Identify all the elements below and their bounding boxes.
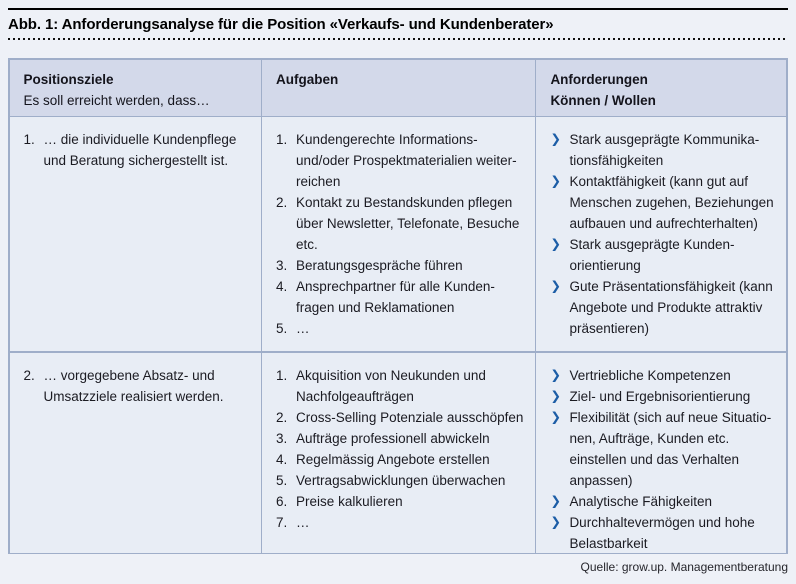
task-item: 5. … xyxy=(276,318,527,339)
dotted-rule xyxy=(8,38,788,40)
task-text: Ansprechpartner für alle Kunden- fragen … xyxy=(296,279,495,316)
goal-item: 1. … die individuelle Kundenpflege und B… xyxy=(24,129,253,171)
task-number: 5. xyxy=(276,472,288,488)
column-header-title: Positionsziele xyxy=(23,71,114,87)
task-number: 6. xyxy=(276,493,288,509)
requirement-text: Flexibilität (sich auf neue Situatio- ne… xyxy=(569,409,772,488)
chevron-bullet-icon: ❯ xyxy=(550,409,561,424)
chevron-bullet-icon: ❯ xyxy=(550,132,561,147)
chevron-bullet-icon: ❯ xyxy=(550,174,561,189)
requirement-item: ❯ Kontaktfähigkeit (kann gut auf Mensche… xyxy=(550,171,778,234)
figure-header: Abb. 1: Anforderungsanalyse für die Posi… xyxy=(8,8,788,40)
chevron-bullet-icon: ❯ xyxy=(550,388,561,403)
task-item: 4. Ansprechpartner für alle Kunden- frag… xyxy=(276,276,527,318)
header-cell-positionsziele: Positionsziele Es soll erreicht werden, … xyxy=(9,59,261,116)
task-item: 6. Preise kalkulieren xyxy=(276,491,527,512)
requirement-item: ❯ Durchhaltevermögen und hohe Belastbark… xyxy=(550,512,778,553)
chevron-bullet-icon: ❯ xyxy=(550,493,561,508)
task-item: 1. Akquisition von Neukunden und Nachfol… xyxy=(276,365,527,407)
task-number: 5. xyxy=(276,321,288,337)
task-text: Vertragsabwicklungen überwachen xyxy=(296,472,506,488)
task-number: 4. xyxy=(276,279,288,295)
column-header-title: Anforderungen xyxy=(550,71,648,87)
task-item: 2. Cross-Selling Potenziale ausschöpfen xyxy=(276,407,527,428)
requirement-text: Vertriebliche Kompetenzen xyxy=(569,367,731,383)
task-text: Cross-Selling Potenziale ausschöpfen xyxy=(296,409,524,425)
requirement-text: Kontaktfähigkeit (kann gut auf Menschen … xyxy=(569,174,774,232)
requirement-item: ❯ Analytische Fähigkeiten xyxy=(550,491,778,512)
column-header-subtitle: Es soll erreicht werden, dass… xyxy=(23,92,210,108)
requirement-text: Stark ausgeprägte Kommunika- tionsfähigk… xyxy=(569,132,760,169)
tasks-cell-row2: 1. Akquisition von Neukunden und Nachfol… xyxy=(262,352,535,553)
requirements-cell-row1: ❯ Stark ausgeprägte Kommunika- tionsfähi… xyxy=(536,117,787,352)
goal-number: 1. xyxy=(23,132,35,148)
chevron-bullet-icon: ❯ xyxy=(550,237,561,252)
top-rule xyxy=(8,8,788,10)
goal-item: 2. … vorgegebene Absatz- und Umsatzziele… xyxy=(24,365,253,407)
task-item: 4. Regelmässig Angebote erstellen xyxy=(276,449,527,470)
task-number: 3. xyxy=(276,258,288,274)
task-number: 3. xyxy=(276,430,288,446)
chevron-bullet-icon: ❯ xyxy=(550,367,561,382)
task-text: Kundengerechte Informations- und/oder Pr… xyxy=(296,132,517,190)
requirement-item: ❯ Vertriebliche Kompetenzen xyxy=(550,365,778,386)
column-header-subtitle: Können / Wollen xyxy=(550,92,656,108)
goal-number: 2. xyxy=(23,367,35,383)
chevron-bullet-icon: ❯ xyxy=(550,279,561,294)
task-text: Beratungsgespräche führen xyxy=(296,258,463,274)
task-item: 3. Beratungsgespräche führen xyxy=(276,255,527,276)
header-cell-aufgaben: Aufgaben xyxy=(262,59,535,116)
task-item: 5. Vertragsabwicklungen überwachen xyxy=(276,470,527,491)
task-number: 7. xyxy=(276,514,288,530)
requirement-text: Ziel- und Ergebnisorientierung xyxy=(569,388,751,404)
task-item: 2. Kontakt zu Bestandskunden pflegen übe… xyxy=(276,192,527,255)
requirement-item: ❯ Gute Präsentationsfähigkeit (kann Ange… xyxy=(550,276,778,339)
task-text: Regelmässig Angebote erstellen xyxy=(296,451,490,467)
chevron-bullet-icon: ❯ xyxy=(550,514,561,529)
requirement-item: ❯ Flexibilität (sich auf neue Situatio- … xyxy=(550,407,778,491)
task-text: Preise kalkulieren xyxy=(296,493,403,509)
header-cell-anforderungen: Anforderungen Können / Wollen xyxy=(536,59,787,116)
task-text: Akquisition von Neukunden und Nachfolgea… xyxy=(296,367,486,404)
requirement-item: ❯ Stark ausgeprägte Kommunika- tionsfähi… xyxy=(550,129,778,171)
requirement-text: Gute Präsentationsfähigkeit (kann Angebo… xyxy=(569,279,773,337)
figure-title: Abb. 1: Anforderungsanalyse für die Posi… xyxy=(8,16,554,33)
column-header-title: Aufgaben xyxy=(276,71,339,87)
task-item: 1. Kundengerechte Informations- und/oder… xyxy=(276,129,527,192)
task-item: 3. Aufträge professionell abwickeln xyxy=(276,428,527,449)
task-number: 2. xyxy=(276,195,288,211)
source-credit: Quelle: grow.up. Managementberatung xyxy=(580,560,788,574)
goal-cell-row2: 2. … vorgegebene Absatz- und Umsatzziele… xyxy=(9,352,261,553)
task-text: Kontakt zu Bestandskunden pflegen über N… xyxy=(296,195,520,253)
requirement-item: ❯ Ziel- und Ergebnisorientierung xyxy=(550,386,778,407)
requirement-item: ❯ Stark ausgeprägte Kunden- orientierung xyxy=(550,234,778,276)
requirement-text: Analytische Fähigkeiten xyxy=(569,493,713,509)
task-item: 7. … xyxy=(276,512,527,533)
requirement-text: Stark ausgeprägte Kunden- orientierung xyxy=(569,237,735,274)
goal-text: … vorgegebene Absatz- und Umsatzziele re… xyxy=(43,367,224,404)
task-number: 2. xyxy=(276,409,288,425)
goal-cell-row1: 1. … die individuelle Kundenpflege und B… xyxy=(9,117,261,352)
requirement-text: Durchhaltevermögen und hohe Belastbarkei… xyxy=(569,514,755,551)
requirements-table: Positionsziele Es soll erreicht werden, … xyxy=(8,58,788,554)
goal-text: … die individuelle Kundenpflege und Bera… xyxy=(43,132,237,169)
task-text: … xyxy=(296,321,310,337)
task-number: 4. xyxy=(276,451,288,467)
task-number: 1. xyxy=(276,367,288,383)
requirements-cell-row2: ❯ Vertriebliche Kompetenzen ❯ Ziel- und … xyxy=(536,352,787,553)
task-number: 1. xyxy=(276,132,288,148)
tasks-cell-row1: 1. Kundengerechte Informations- und/oder… xyxy=(262,117,535,352)
task-text: Aufträge professionell abwickeln xyxy=(296,430,490,446)
task-text: … xyxy=(296,514,310,530)
